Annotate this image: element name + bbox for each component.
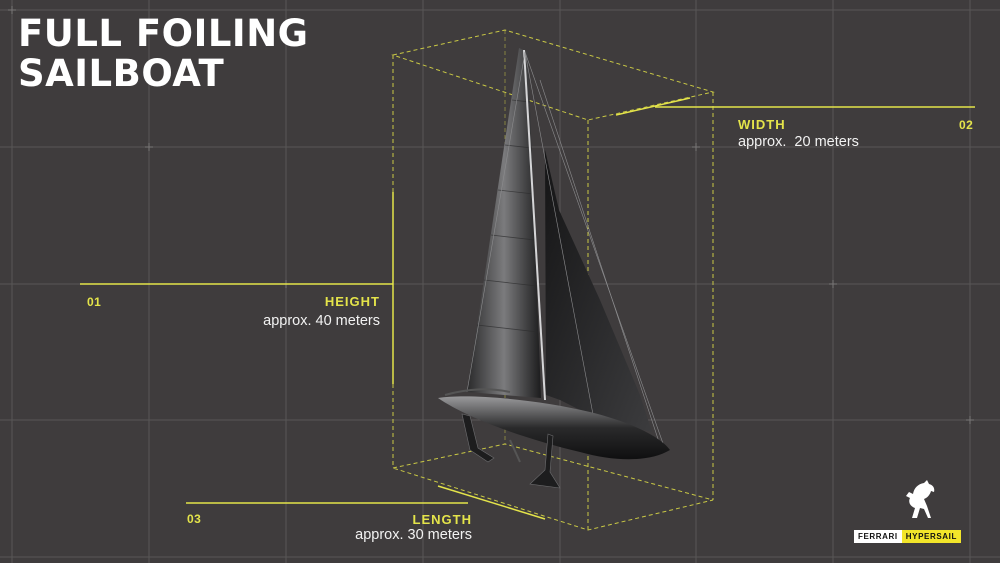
page-title: FULL FOILING SAILBOAT bbox=[18, 14, 309, 94]
height-value: approx. 40 meters bbox=[263, 313, 380, 329]
title-line-1: FULL FOILING bbox=[18, 12, 309, 55]
length-number: 03 bbox=[187, 512, 202, 526]
title-line-2: SAILBOAT bbox=[18, 52, 225, 95]
brand-ferrari: FERRARI bbox=[854, 530, 902, 543]
width-value: approx. 20 meters bbox=[738, 134, 859, 150]
width-label: WIDTH bbox=[738, 117, 786, 132]
brand-hypersail: HYPERSAIL bbox=[901, 530, 961, 543]
dimension-lines bbox=[80, 97, 975, 520]
length-value: approx. 30 meters bbox=[355, 527, 472, 543]
height-number: 01 bbox=[87, 295, 102, 309]
length-label: LENGTH bbox=[412, 512, 472, 527]
height-label: HEIGHT bbox=[324, 294, 380, 309]
prancing-horse-icon bbox=[906, 480, 935, 518]
width-number: 02 bbox=[959, 118, 974, 132]
sailboat-illustration bbox=[438, 48, 670, 489]
brand-badge: FERRARI HYPERSAIL bbox=[854, 530, 961, 543]
